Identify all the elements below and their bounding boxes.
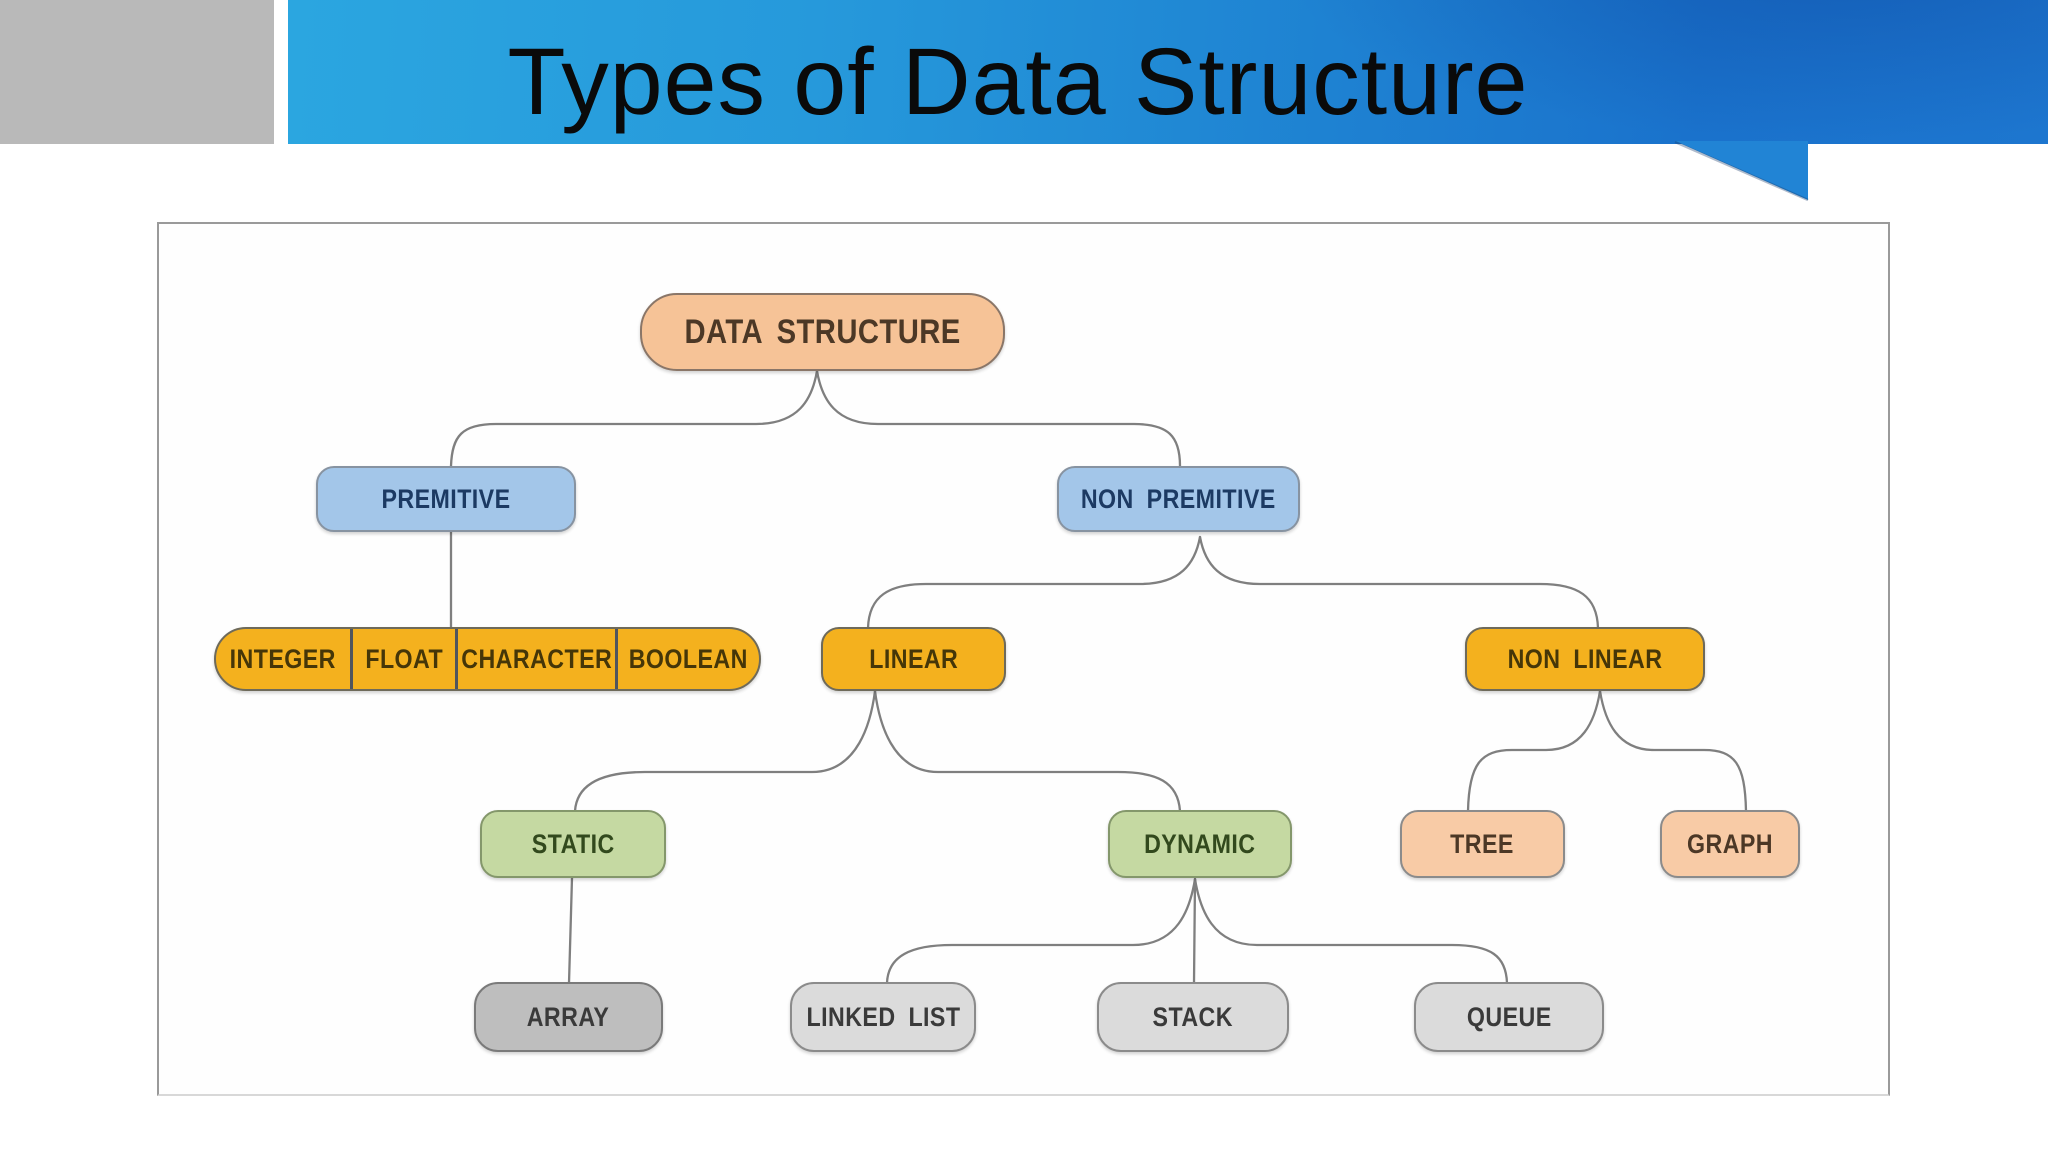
primitive-types-bar: INTEGER FLOAT CHARACTER BOOLEAN	[214, 627, 761, 691]
node-label: STATIC	[531, 828, 615, 859]
node-queue: QUEUE	[1414, 982, 1604, 1052]
node-linked-list: LINKED LIST	[790, 982, 976, 1052]
node-graph: GRAPH	[1660, 810, 1800, 878]
node-label: DYNAMIC	[1144, 828, 1256, 859]
node-boolean: BOOLEAN	[615, 629, 759, 689]
node-label: LINEAR	[868, 643, 959, 674]
node-stack: STACK	[1097, 982, 1289, 1052]
node-label: FLOAT	[365, 643, 443, 674]
node-label: INTEGER	[229, 643, 337, 674]
node-label: STACK	[1152, 1001, 1234, 1032]
node-dynamic: DYNAMIC	[1108, 810, 1292, 878]
node-label: DATA STRUCTURE	[684, 312, 961, 351]
slide-title: Types of Data Structure	[507, 29, 1529, 135]
node-label: PREMITIVE	[381, 483, 511, 514]
node-linear: LINEAR	[821, 627, 1006, 691]
node-static: STATIC	[480, 810, 666, 878]
node-label: NON LINEAR	[1507, 643, 1663, 674]
node-float: FLOAT	[350, 629, 455, 689]
node-label: ARRAY	[527, 1001, 610, 1032]
node-character: CHARACTER	[455, 629, 615, 689]
node-integer: INTEGER	[216, 629, 350, 689]
node-label: BOOLEAN	[628, 643, 749, 674]
node-label: GRAPH	[1686, 828, 1773, 859]
node-label: TREE	[1450, 828, 1515, 859]
node-premitive: PREMITIVE	[316, 466, 576, 532]
node-data-structure: DATA STRUCTURE	[640, 293, 1005, 371]
node-non-linear: NON LINEAR	[1465, 627, 1705, 691]
node-label: QUEUE	[1466, 1001, 1552, 1032]
header-banner	[288, 0, 2048, 144]
node-non-premitive: NON PREMITIVE	[1057, 466, 1300, 532]
node-tree: TREE	[1400, 810, 1565, 878]
node-label: NON PREMITIVE	[1081, 483, 1276, 514]
node-array: ARRAY	[474, 982, 663, 1052]
node-label: CHARACTER	[461, 643, 612, 674]
banner-tail-shadow-edge	[1674, 140, 1809, 202]
banner-tail-triangle	[1675, 141, 1808, 200]
node-label: LINKED LIST	[806, 1001, 960, 1032]
header-gray-block	[0, 0, 274, 144]
